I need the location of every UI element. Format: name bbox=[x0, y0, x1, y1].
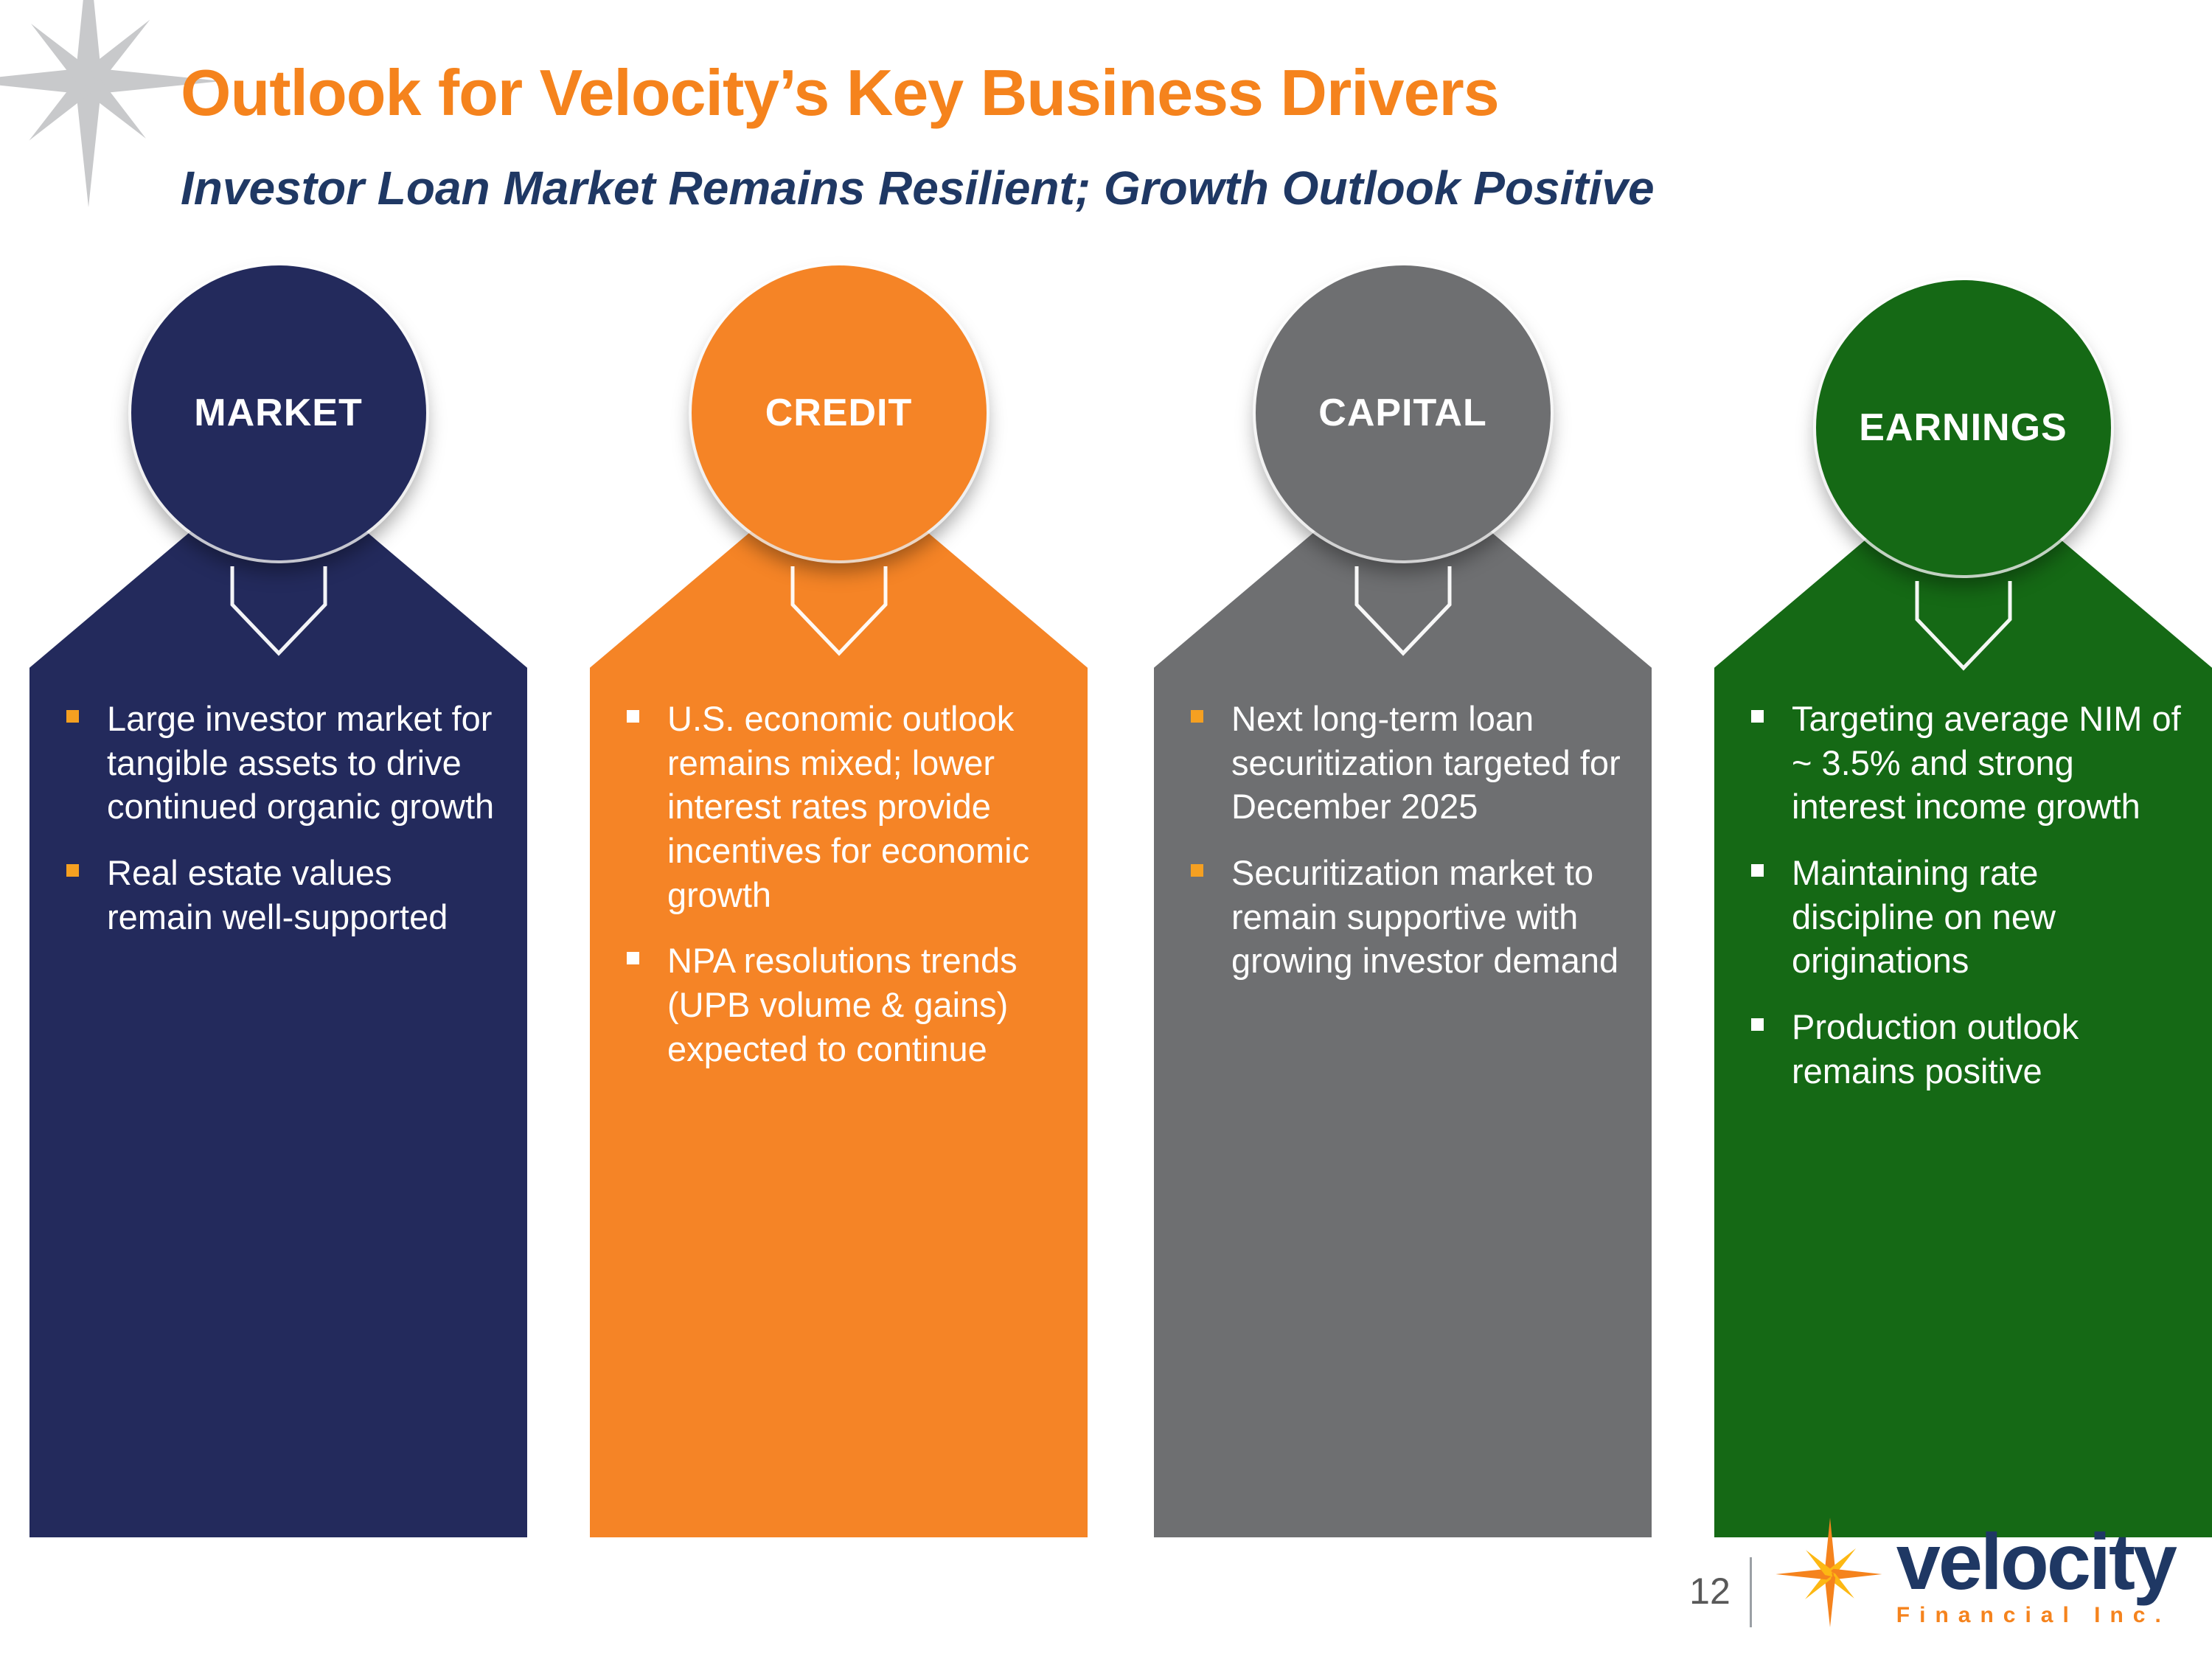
bullet-item: Targeting average NIM of ~ 3.5% and stro… bbox=[1751, 697, 2186, 829]
capital-circle: CAPITAL bbox=[1255, 265, 1551, 560]
earnings-pillar-shape bbox=[1714, 457, 2212, 1537]
footer-divider bbox=[1749, 1557, 1752, 1627]
bullet-item: Next long-term loan securitization targe… bbox=[1191, 697, 1626, 829]
bullet-square-icon bbox=[1751, 710, 1764, 723]
velocity-starburst-icon bbox=[1775, 1517, 1882, 1627]
chevron-down-icon bbox=[1354, 566, 1451, 656]
bullet-square-icon bbox=[1751, 864, 1764, 877]
bullet-text: NPA resolutions trends (UPB volume & gai… bbox=[667, 941, 1018, 1068]
slide-subtitle: Investor Loan Market Remains Resilient; … bbox=[181, 161, 1655, 215]
chevron-down-icon bbox=[1915, 581, 2011, 671]
bullet-text: Targeting average NIM of ~ 3.5% and stro… bbox=[1792, 699, 2181, 827]
page-number: 12 bbox=[1689, 1571, 1731, 1612]
credit-pillar-shape bbox=[590, 457, 1088, 1537]
bullet-square-icon bbox=[1191, 864, 1203, 877]
market-circle: MARKET bbox=[131, 265, 426, 560]
footer: 12 velocity Financial Inc. bbox=[1689, 1515, 2177, 1633]
earnings-column: EARNINGS Targeting average NIM of ~ 3.5%… bbox=[1714, 258, 2212, 1537]
capital-column: CAPITAL Next long-term loan securitizati… bbox=[1154, 258, 1652, 1537]
bullet-item: Large investor market for tangible asset… bbox=[66, 697, 501, 829]
bullet-item: Securitization market to remain supporti… bbox=[1191, 851, 1626, 983]
credit-label: CREDIT bbox=[765, 392, 913, 434]
market-label: MARKET bbox=[194, 392, 363, 434]
credit-circle: CREDIT bbox=[691, 265, 987, 560]
bullet-square-icon bbox=[627, 952, 639, 965]
bullet-text: Real estate values remain well-supported bbox=[107, 853, 448, 936]
market-pillar-shape bbox=[29, 457, 527, 1537]
bullet-item: NPA resolutions trends (UPB volume & gai… bbox=[627, 939, 1062, 1071]
bullet-item: Production outlook remains positive bbox=[1751, 1005, 2186, 1093]
bullet-item: Maintaining rate discipline on new origi… bbox=[1751, 851, 2186, 983]
bullet-text: Maintaining rate discipline on new origi… bbox=[1792, 853, 2056, 981]
earnings-bullet-list: Targeting average NIM of ~ 3.5% and stro… bbox=[1751, 697, 2186, 1116]
credit-column: CREDIT U.S. economic outlook remains mix… bbox=[590, 258, 1088, 1537]
capital-pillar-shape bbox=[1154, 457, 1652, 1537]
capital-bullet-list: Next long-term loan securitization targe… bbox=[1191, 697, 1626, 1005]
bullet-square-icon bbox=[1191, 710, 1203, 723]
market-bullet-list: Large investor market for tangible asset… bbox=[66, 697, 501, 961]
bullet-text: Next long-term loan securitization targe… bbox=[1231, 699, 1621, 827]
bullet-square-icon bbox=[1751, 1018, 1764, 1032]
bullet-text: Securitization market to remain supporti… bbox=[1231, 853, 1619, 981]
velocity-logo-subtext: Financial Inc. bbox=[1896, 1603, 2171, 1627]
bullet-text: U.S. economic outlook remains mixed; low… bbox=[667, 699, 1030, 914]
bullet-item: Real estate values remain well-supported bbox=[66, 851, 501, 939]
credit-bullet-list: U.S. economic outlook remains mixed; low… bbox=[627, 697, 1062, 1093]
bullet-text: Large investor market for tangible asset… bbox=[107, 699, 495, 827]
bullet-item: U.S. economic outlook remains mixed; low… bbox=[627, 697, 1062, 917]
chevron-down-icon bbox=[230, 566, 327, 656]
velocity-logo-text: velocity bbox=[1896, 1517, 2177, 1606]
earnings-label: EARNINGS bbox=[1859, 406, 2067, 449]
bullet-square-icon bbox=[66, 710, 79, 723]
capital-label: CAPITAL bbox=[1318, 392, 1487, 434]
earnings-circle: EARNINGS bbox=[1815, 280, 2111, 575]
velocity-logo: velocity Financial Inc. bbox=[1771, 1515, 2177, 1633]
market-column: MARKET Large investor market for tangibl… bbox=[29, 258, 527, 1537]
bullet-square-icon bbox=[627, 710, 639, 723]
velocity-logo-text-wrap: velocity Financial Inc. bbox=[1896, 1517, 2177, 1627]
bullet-square-icon bbox=[66, 864, 79, 877]
bullet-text: Production outlook remains positive bbox=[1792, 1007, 2079, 1091]
starburst-watermark-icon bbox=[0, 0, 222, 207]
chevron-down-icon bbox=[790, 566, 887, 656]
slide-title: Outlook for Velocity’s Key Business Driv… bbox=[181, 56, 1500, 129]
